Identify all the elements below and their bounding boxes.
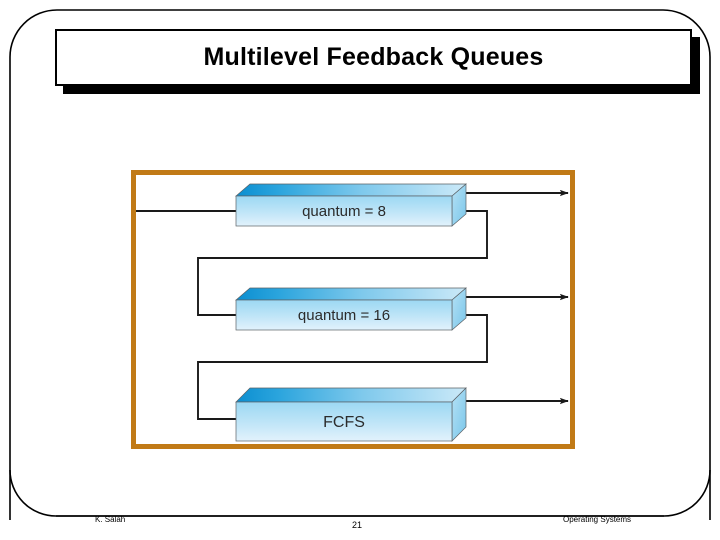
footer-page-number: 21 — [352, 520, 363, 530]
queue-1-box: quantum = 8 — [235, 183, 467, 227]
slide-footer: K. Salah 21 Operating Systems — [0, 515, 720, 540]
footer-course: Operating Systems — [563, 515, 632, 524]
queue-3-box: FCFS — [235, 387, 467, 442]
queue-2-box-front-face — [235, 299, 453, 331]
queue-3-box-top-face — [235, 387, 467, 403]
queue-2-box-top-face — [235, 287, 467, 301]
queue-1-box-front-face — [235, 195, 453, 227]
queue-1-box-top-face — [235, 183, 467, 197]
mlfq-diagram: quantum = 8 quantum = 16 FCFS — [131, 170, 575, 449]
queue-3-box-front-face — [235, 401, 453, 442]
page-title: Multilevel Feedback Queues — [203, 43, 544, 71]
queue-2-box: quantum = 16 — [235, 287, 467, 331]
queue-3-label: FCFS — [323, 414, 365, 431]
title-box: Multilevel Feedback Queues — [55, 29, 692, 86]
queue-1-feedback-arrow — [197, 210, 488, 319]
queue-1-label: quantum = 8 — [302, 203, 386, 220]
queue-2-feedback-arrow — [197, 314, 488, 423]
mlfq-diagram-graphics: quantum = 8 quantum = 16 FCFS — [136, 183, 569, 442]
footer-author: K. Salah — [95, 515, 126, 524]
queue-2-label: quantum = 16 — [298, 307, 390, 324]
